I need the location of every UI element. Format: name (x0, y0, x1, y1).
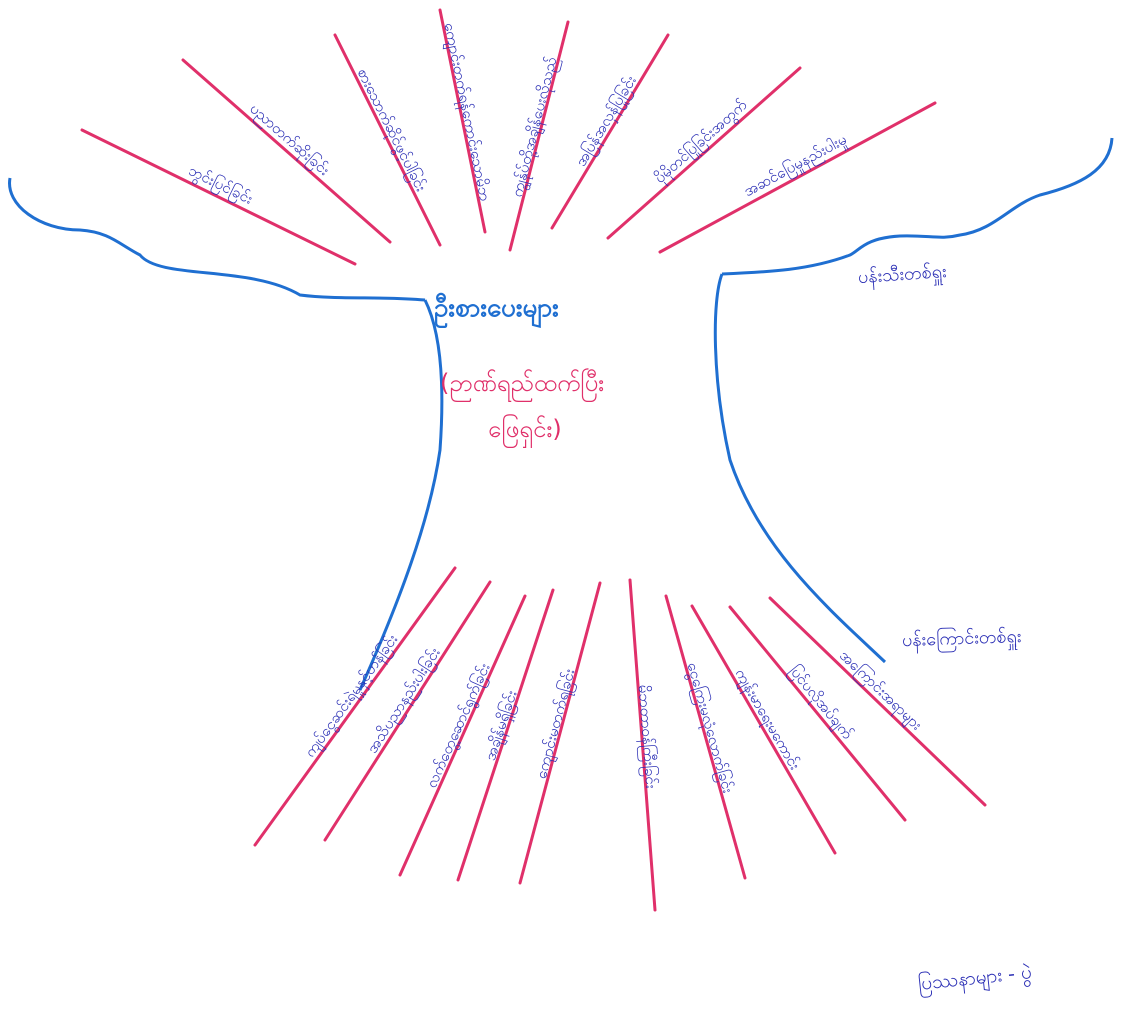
root-label-6: မိဘတာဝန်ကြီးခြင်း (632, 684, 662, 790)
branch-line-1 (80, 128, 357, 266)
diagram-title: ဦးစားပေးများ (434, 293, 559, 323)
root-line-3 (398, 594, 527, 877)
branch-label-7: ပိုမိုတင်ပြုခြင်းအတွက် (650, 95, 752, 189)
trunk-left (358, 299, 444, 691)
crown-outline-right (721, 137, 1114, 276)
root-line-9 (728, 605, 907, 822)
branch-label-6: အပြန်အလှန်ပြုခြင်း (571, 72, 643, 171)
trunk-right (713, 273, 887, 664)
root-line-8 (690, 604, 837, 855)
branch-label-8: အဆင်ပြေမှုနည်းပါးမှု (740, 129, 851, 203)
branch-label-5: ကျွန်ုပ်တို့အချိန်ပေးလိုသည် (508, 55, 565, 200)
branch-line-7 (606, 66, 802, 240)
diagram-subtitle: (ဉာဏ်ရည်ထက်ပြီး ဖြေရှင်း) (440, 360, 660, 452)
root-line-10 (768, 596, 987, 807)
root-line-6 (628, 578, 657, 912)
branch-line-8 (658, 101, 937, 254)
branch-line-4 (438, 8, 487, 234)
branch-line-2 (181, 58, 392, 244)
roots-label: ပန်းကြောင်းတစ်ရှူး (901, 625, 1022, 652)
root-label-4: အချိန်မရှိခြင်း (480, 688, 524, 764)
subtitle-line-1: (ဉာဏ်ရည်ထက်ပြီး (440, 369, 605, 397)
branch-label-2: ပညာတက်ဆိုးခြင်း (244, 99, 334, 182)
branch-line-6 (550, 33, 670, 230)
branch-line-3 (333, 33, 442, 247)
root-label-5: ကျောင်းမတက်ရခြင်း (531, 666, 581, 781)
branch-label-3: စားသောက်ဆိုင်ဖွင့်ပါခြင်း (351, 65, 431, 196)
root-line-7 (664, 594, 747, 880)
root-line-4 (456, 588, 555, 882)
root-label-9: ပြင်ပလိုအပ်ချက် (784, 661, 858, 744)
subtitle-line-2: ဖြေရှင်း) (488, 415, 562, 443)
crown-outline-left (8, 177, 426, 302)
root-line-1 (253, 566, 457, 847)
root-line-2 (323, 580, 492, 842)
root-line-5 (518, 581, 602, 885)
branch-label-4: ကျောင်းတက်ရန်ကောင်းသောမိဘ (438, 21, 495, 203)
root-label-7: ငွေကြေးမလုံလောက်ခြင်း (681, 660, 738, 796)
branch-line-5 (508, 20, 570, 252)
root-label-3: လက်တွေ့ဆောင်ရွက်ခြင်း (421, 660, 496, 792)
